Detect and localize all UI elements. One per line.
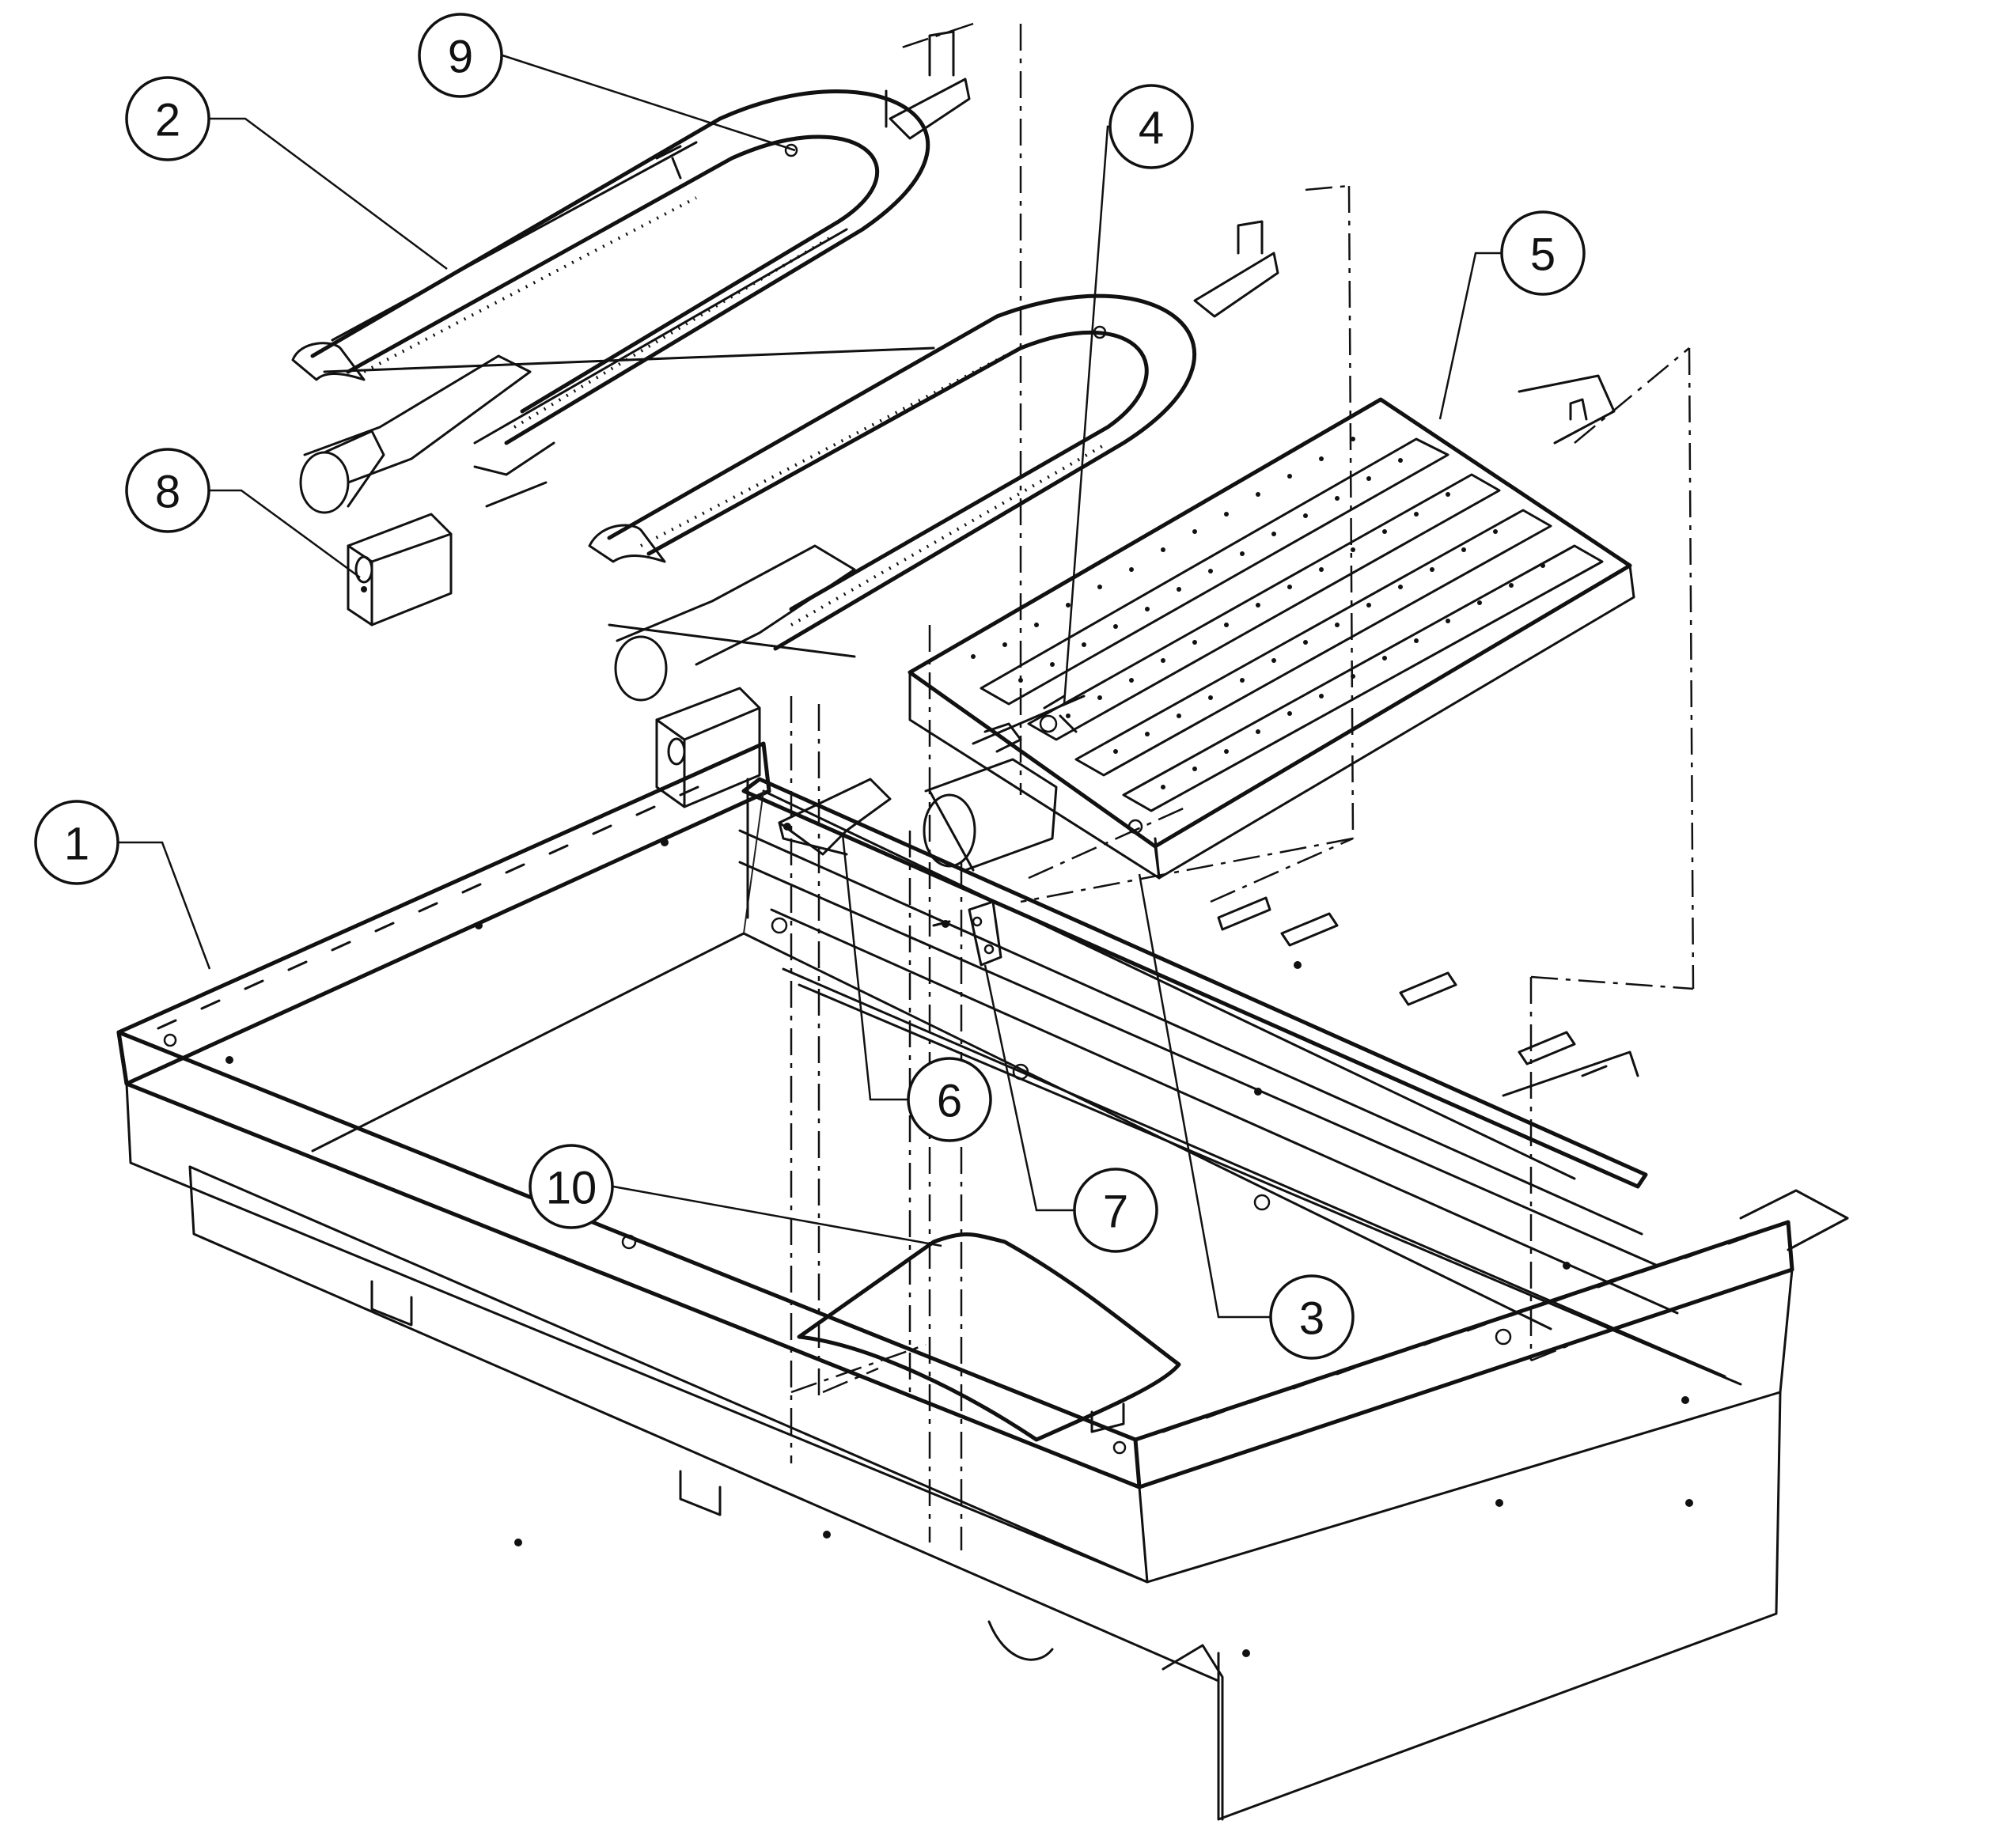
callout-4-label: 4 <box>1139 103 1164 154</box>
callout-10-label: 10 <box>546 1163 597 1214</box>
part-3-rear-rail <box>738 777 1742 1386</box>
callout-1-label: 1 <box>64 819 89 870</box>
callout-4: 4 <box>1108 84 1194 169</box>
middle-burner <box>588 220 1279 702</box>
callout-9: 9 <box>418 13 503 98</box>
callout-6-label: 6 <box>937 1076 962 1127</box>
part-5-radiant-tray <box>908 374 1635 880</box>
tray-perforations <box>971 437 1545 789</box>
callout-8: 8 <box>125 448 210 533</box>
callout-2-label: 2 <box>155 95 180 146</box>
part-10-deflector-plate <box>797 1232 1181 1442</box>
callout-2: 2 <box>125 76 210 161</box>
callout-1: 1 <box>34 800 119 885</box>
callout-6: 6 <box>907 1057 992 1142</box>
callout-10: 10 <box>529 1144 614 1229</box>
callout-3: 3 <box>1269 1274 1355 1360</box>
part-1-firebox-pan <box>116 741 1849 1821</box>
part-4-electrode <box>972 695 1086 753</box>
assembly-center-lines <box>790 22 1695 1550</box>
leader-lines <box>119 54 1507 1319</box>
callout-3-label: 3 <box>1299 1293 1324 1345</box>
callout-7-label: 7 <box>1103 1187 1128 1238</box>
left-rim-slots <box>157 785 699 1030</box>
part-2-upper-burner <box>291 30 971 514</box>
right-rim-slots <box>1161 1236 1748 1433</box>
part-6-bracket <box>778 778 892 856</box>
callout-8-label: 8 <box>155 467 180 518</box>
callout-5: 5 <box>1500 210 1586 296</box>
part-7-bracket <box>932 900 1002 967</box>
lower-valve-box <box>655 687 761 808</box>
callout-7: 7 <box>1073 1168 1158 1253</box>
callout-9-label: 9 <box>448 32 473 83</box>
part-8-valve-box <box>347 513 453 626</box>
callout-5-label: 5 <box>1530 229 1556 281</box>
